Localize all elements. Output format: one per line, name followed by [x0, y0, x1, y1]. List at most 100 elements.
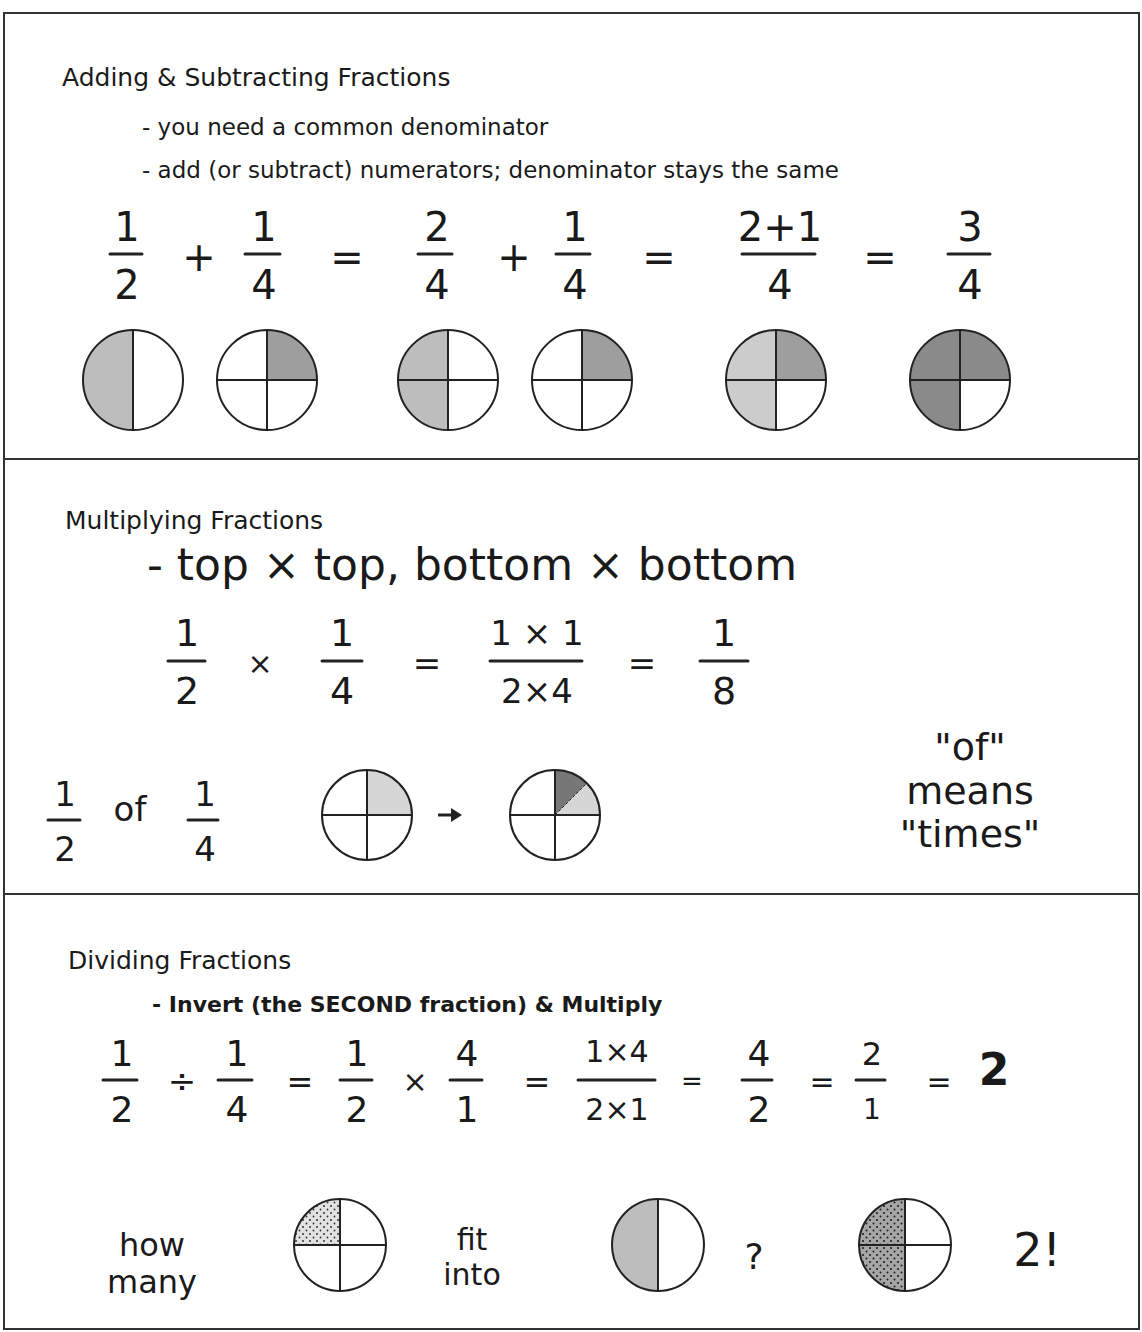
denominator: 4 [251, 262, 276, 308]
fraction-bar [700, 660, 748, 663]
divider-line [726, 379, 826, 381]
shaded-part [83, 330, 133, 430]
operator-sign: = [863, 234, 897, 280]
denominator: 4 [767, 262, 792, 308]
numerator: 1 [251, 204, 276, 250]
denominator: 2×1 [585, 1093, 648, 1128]
arrow-shaft [438, 814, 453, 817]
numerator: 1 [330, 612, 354, 656]
fraction-bars [48, 254, 990, 1080]
sum-circle [726, 330, 826, 430]
numerator: 1 [114, 204, 139, 250]
fraction-bar [218, 1079, 252, 1082]
divider-line [532, 379, 632, 381]
denominator: 2 [111, 1089, 134, 1130]
denominator: 4 [194, 830, 216, 869]
half-circle [83, 330, 183, 430]
denominator: 2×4 [501, 672, 573, 711]
denominator: 2 [175, 670, 199, 714]
fraction-bar [490, 660, 582, 663]
circle-outline [532, 330, 632, 430]
denominator: 2 [54, 830, 76, 869]
numerator: 1 [194, 775, 216, 814]
fraction-bar [742, 1079, 772, 1082]
fraction-bar [168, 660, 205, 663]
circle-outline [398, 330, 498, 430]
word-of: of [114, 790, 147, 829]
circle-outline [726, 330, 826, 430]
circle-outline [83, 330, 183, 430]
quarter-circle [322, 770, 412, 860]
fraction-bar [556, 253, 590, 256]
fraction-bar [418, 253, 452, 256]
operator-sign: = [524, 1064, 551, 1101]
numerator: 2 [862, 1036, 882, 1073]
numerator: 2 [424, 204, 449, 250]
divider-line [657, 1199, 659, 1291]
numerator: 1 [226, 1033, 249, 1074]
circle-outline [294, 1199, 386, 1291]
divider-line [294, 1244, 386, 1246]
circle-outline [217, 330, 317, 430]
dotted-half-circle [859, 1199, 951, 1291]
fraction-bar [450, 1079, 482, 1082]
numerator: 1 [54, 775, 76, 814]
numerator: 1 [175, 612, 199, 656]
fraction-bar [188, 819, 218, 822]
divider-line [217, 379, 317, 381]
numerator: 4 [456, 1033, 479, 1074]
arrow-head [451, 808, 462, 822]
numerator: 3 [957, 204, 982, 250]
question-text: how many [77, 1227, 227, 1301]
divider-line [322, 814, 412, 816]
circle-outline [510, 770, 600, 860]
denominator: 4 [562, 262, 587, 308]
operator-sign: + [182, 234, 216, 280]
denominator: 1 [456, 1089, 479, 1130]
section-heading: Adding & Subtracting Fractions [62, 64, 450, 93]
arrow-symbol [438, 808, 462, 822]
quarter-circle [217, 330, 317, 430]
fraction-circles [83, 330, 1010, 1291]
shaded-part [612, 1199, 658, 1291]
question-mark: ? [744, 1236, 763, 1277]
denominator: 2 [748, 1089, 771, 1130]
fraction-bar [322, 660, 362, 663]
numerator: 1 [712, 612, 736, 656]
numerator: 1×4 [585, 1035, 648, 1070]
operator-sign: = [287, 1064, 314, 1101]
fraction-bar [103, 1079, 137, 1082]
answer-number: 2! [1013, 1224, 1061, 1277]
dotted-quarter-circle [294, 1199, 386, 1291]
fraction-bar [856, 1079, 885, 1082]
divider-line [132, 330, 134, 430]
topic-band: Adding & Subtracting Fractions - you need… [3, 12, 1140, 460]
numerator: 2+1 [738, 204, 822, 250]
rule-note: - top × top, bottom × bottom [147, 540, 797, 591]
section-heading: Multiplying Fractions [65, 507, 323, 536]
fraction-bar [742, 253, 815, 256]
shaded-part [555, 770, 587, 815]
fraction-bar [340, 1079, 372, 1082]
denominator: 4 [957, 262, 982, 308]
circle-outline [859, 1199, 951, 1291]
fraction-bar [110, 253, 142, 256]
answer-number: 2 [979, 1045, 1010, 1096]
divider-line [398, 379, 498, 381]
fraction-bar [948, 253, 990, 256]
circle-outline [612, 1199, 704, 1291]
operator-sign: = [413, 644, 442, 683]
rule-note: - add (or subtract) numerators; denomina… [142, 157, 839, 183]
rule-note: - you need a common denominator [142, 114, 548, 140]
fraction-bar [245, 253, 280, 256]
topic-band: Multiplying Fractions - top × top, bottom… [3, 458, 1140, 895]
operator-sign: ÷ [168, 1062, 197, 1101]
circle-outline [910, 330, 1010, 430]
denominator: 4 [424, 262, 449, 308]
fraction-bar [578, 1079, 655, 1082]
section-heading: Dividing Fractions [68, 947, 291, 976]
numerator: 4 [748, 1033, 771, 1074]
denominator: 4 [330, 670, 354, 714]
fraction-bar [48, 819, 80, 822]
numerator: 1 [346, 1033, 369, 1074]
